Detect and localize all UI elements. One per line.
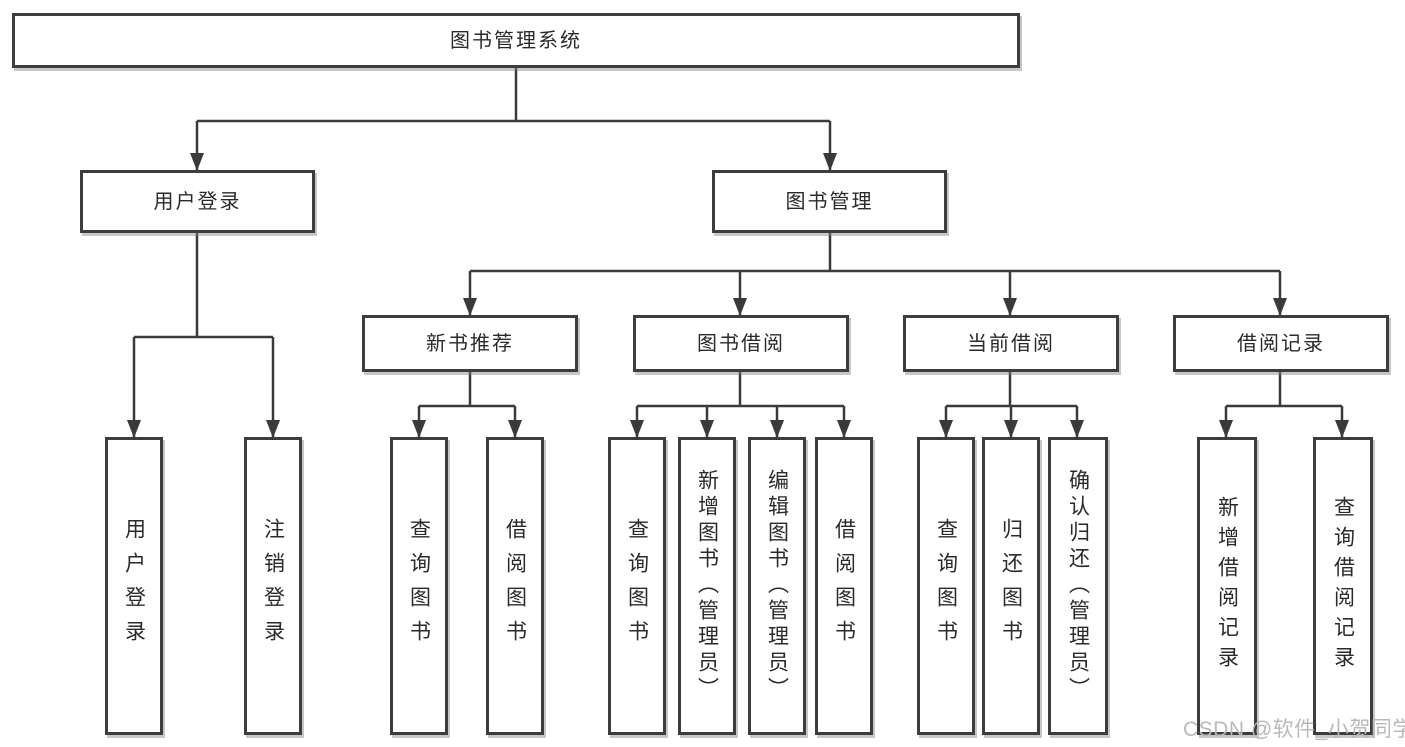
- node-logout: 注销登录: [244, 437, 302, 735]
- node-user-login: 用户登录: [80, 170, 315, 233]
- node-label: 查询图书: [407, 518, 431, 654]
- node-add-book-admin: 新增图书（管理员）: [678, 437, 736, 735]
- csdn-watermark: CSDN @软件_小贺同学: [1183, 718, 1405, 741]
- node-label: 归还图书: [999, 518, 1023, 654]
- node-label: 图书管理: [785, 190, 874, 213]
- node-label: 用户登录: [122, 518, 146, 654]
- node-label: 查询图书: [934, 518, 958, 654]
- node-label: 注销登录: [261, 518, 285, 654]
- node-label: 新增图书（管理员）: [695, 469, 719, 703]
- node-query-books-borrow: 查询图书: [608, 437, 666, 735]
- node-return-books: 归还图书: [982, 437, 1040, 735]
- node-borrowing-records: 借阅记录: [1173, 315, 1389, 372]
- node-label: 当前借阅: [967, 332, 1055, 355]
- node-label: 新书推荐: [426, 332, 514, 355]
- node-label: 图书借阅: [697, 332, 785, 355]
- node-borrow-books-recommend: 借阅图书: [486, 437, 544, 735]
- node-label: 查询借阅记录: [1331, 496, 1355, 676]
- node-query-borrow-record: 查询借阅记录: [1313, 437, 1373, 735]
- node-add-borrow-record: 新增借阅记录: [1197, 437, 1257, 735]
- node-confirm-return-admin: 确认归还（管理员）: [1048, 437, 1108, 735]
- node-query-books-recommend: 查询图书: [390, 437, 448, 735]
- node-new-book-recommendation: 新书推荐: [362, 315, 578, 372]
- node-library-management-system: 图书管理系统: [12, 13, 1020, 68]
- node-user-login-action: 用户登录: [105, 437, 163, 735]
- node-label: 确认归还（管理员）: [1066, 469, 1090, 703]
- node-label: 用户登录: [153, 190, 242, 213]
- node-edit-book-admin: 编辑图书（管理员）: [748, 437, 806, 735]
- node-label: 编辑图书（管理员）: [765, 469, 789, 703]
- node-current-borrowing: 当前借阅: [903, 315, 1119, 372]
- node-book-management: 图书管理: [712, 170, 947, 233]
- node-label: 借阅图书: [503, 518, 527, 654]
- node-book-borrowing: 图书借阅: [633, 315, 849, 372]
- node-query-books-current: 查询图书: [917, 437, 975, 735]
- node-label: 新增借阅记录: [1215, 496, 1239, 676]
- node-borrow-books-borrow: 借阅图书: [815, 437, 873, 735]
- node-label: 查询图书: [625, 518, 649, 654]
- node-label: 借阅记录: [1237, 332, 1325, 355]
- node-label: 图书管理系统: [450, 29, 582, 52]
- node-label: 借阅图书: [832, 518, 856, 654]
